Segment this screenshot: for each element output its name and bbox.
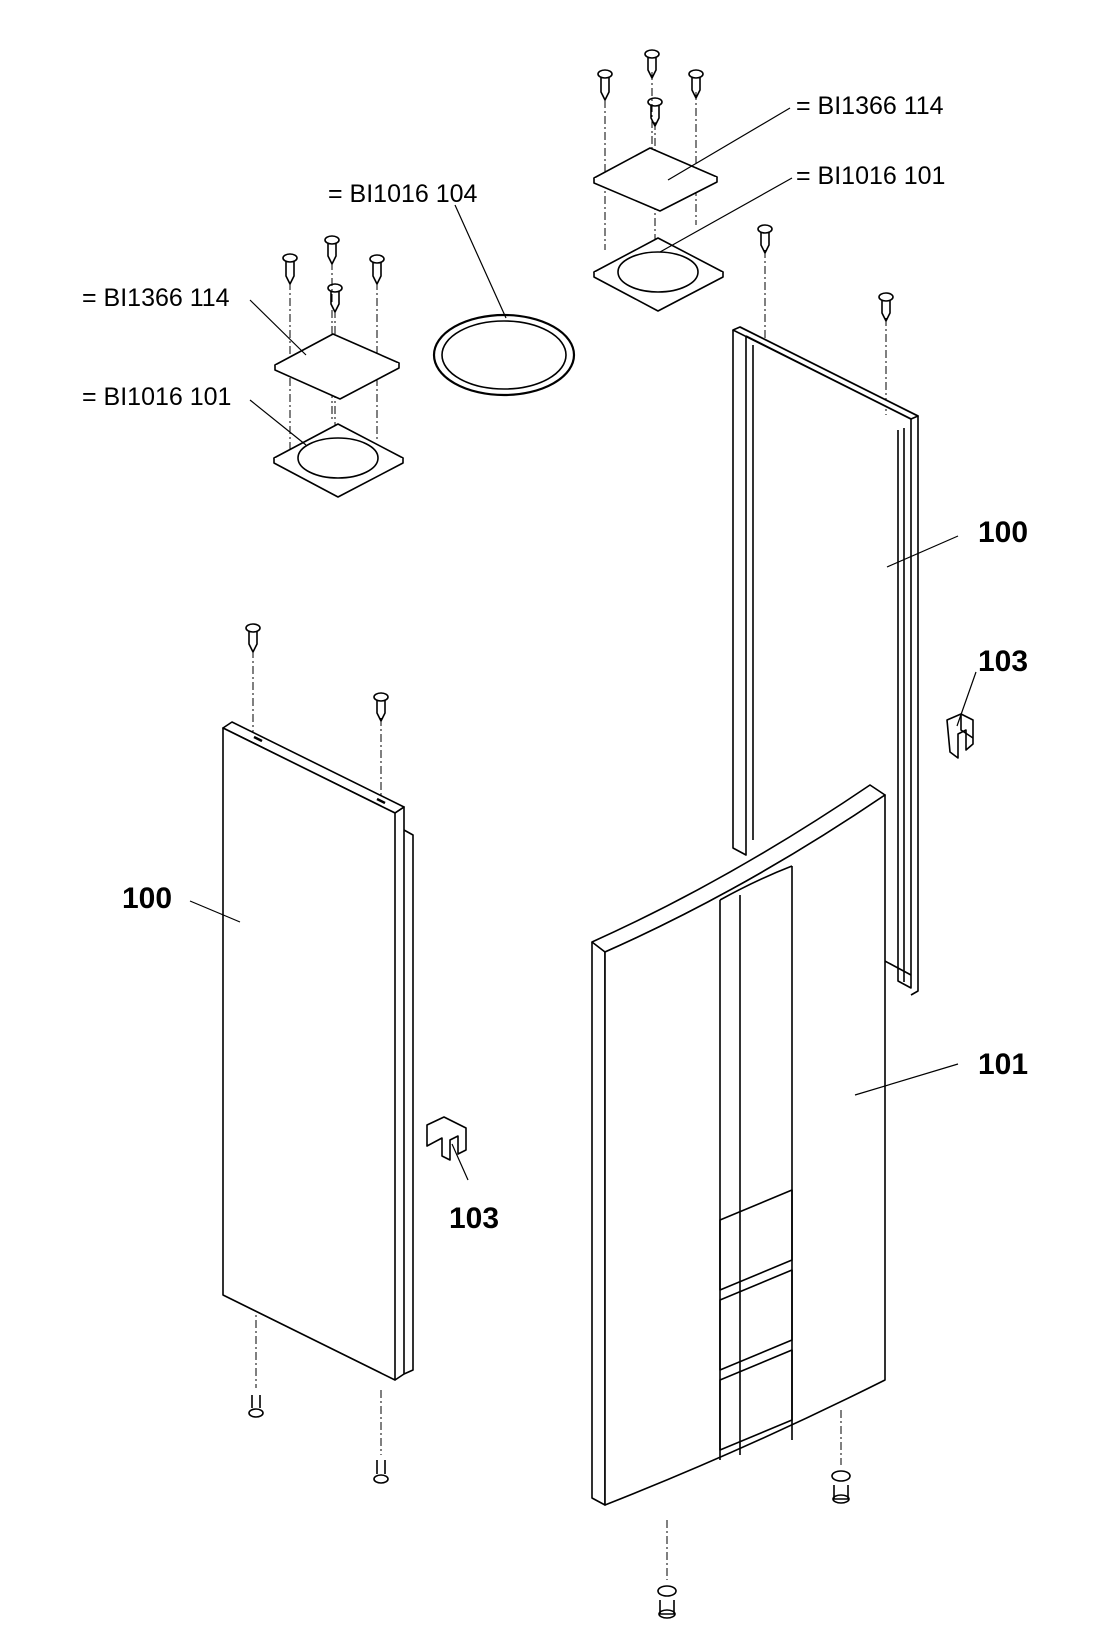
screw-icon (644, 49, 660, 79)
screw-icon (369, 254, 385, 285)
part-label-100-left: 100 (122, 882, 173, 915)
screw-icon (688, 69, 704, 99)
leader-lines (189, 107, 977, 1181)
rear-frame-right (732, 224, 919, 996)
part-label-103-right: 103 (978, 645, 1029, 678)
front-cover-window (719, 1189, 793, 1451)
screw-icon (878, 292, 894, 322)
part-label-100-right: 100 (978, 516, 1029, 549)
screw-icon (282, 253, 298, 285)
screw-icon (248, 1395, 264, 1418)
side-panel-left (222, 623, 414, 1484)
ref-label-bi1366-114-left: = BI1366 114 (82, 284, 230, 312)
ref-label-bi1016-101-top: = BI1016 101 (796, 162, 946, 190)
ref-label-bi1016-104: = BI1016 104 (328, 180, 478, 208)
top-left-plate-assembly (273, 235, 404, 498)
screw-icon (324, 235, 340, 265)
top-right-plate-assembly (593, 49, 724, 312)
screw-icon (597, 69, 613, 101)
part-label-101: 101 (978, 1048, 1029, 1081)
clip-left (426, 1116, 467, 1161)
front-cover (591, 784, 886, 1619)
screw-icon (245, 623, 261, 653)
ref-label-bi1366-114-top: = BI1366 114 (796, 92, 944, 120)
part-label-103-left: 103 (449, 1202, 500, 1235)
screw-icon (327, 283, 343, 313)
screw-icon (373, 1460, 389, 1484)
ref-label-bi1016-101-left: = BI1016 101 (82, 383, 232, 411)
screw-icon (647, 97, 663, 127)
screw-icon (657, 1585, 677, 1619)
screw-icon (757, 224, 773, 254)
gasket-ring (432, 313, 576, 397)
clip-right (946, 713, 974, 759)
screw-icon (831, 1470, 851, 1504)
screw-icon (373, 692, 389, 722)
